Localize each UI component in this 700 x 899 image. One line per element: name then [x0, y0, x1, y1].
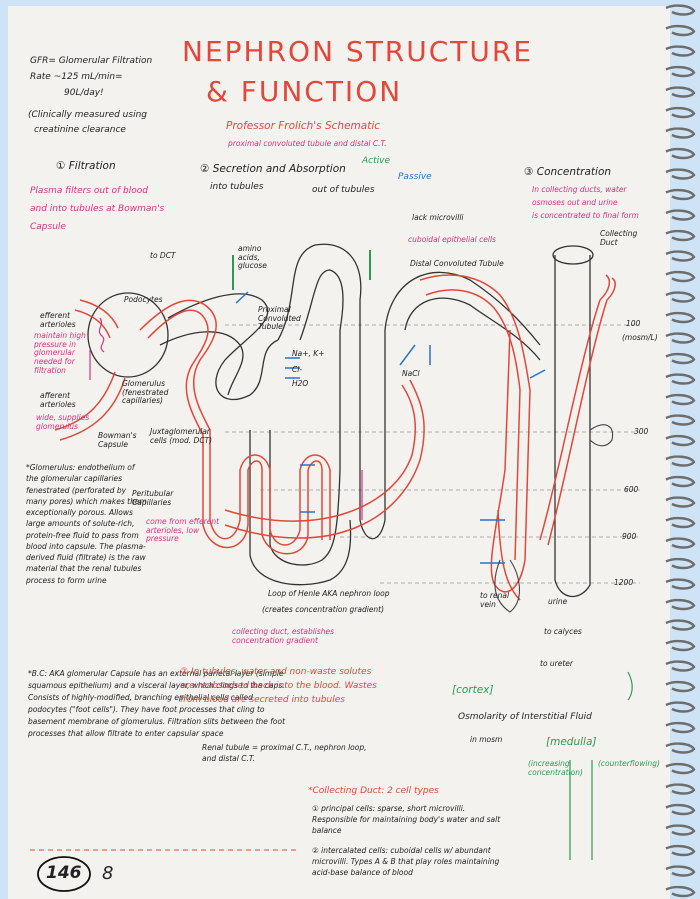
label-cuboidal: cuboidal epithelial cells	[408, 236, 496, 245]
label-collecting-duct: Collecting Duct	[600, 230, 646, 247]
glomerulus-note: *Glomerulus: endothelium of the glomerul…	[26, 462, 148, 586]
label-cl: Cl-	[292, 366, 302, 375]
page-number: 146	[46, 864, 82, 884]
label-osm-100: 100	[626, 320, 640, 329]
label-collecting-note: collecting duct, establishes concentrati…	[232, 628, 382, 645]
filtration-title: ① Filtration	[56, 160, 116, 172]
tubules-note: ② In tubules, water and non-waste solute…	[180, 666, 380, 708]
page-title-line-2: & FUNCTION	[206, 76, 402, 108]
gfr-note-1: (Clinically measured using	[28, 110, 147, 120]
legend-active: Active	[362, 156, 390, 166]
label-cortex: [cortex]	[452, 684, 494, 696]
tubules-note-2: Renal tubule = proximal C.T., nephron lo…	[202, 742, 372, 765]
subtitle: Professor Frolich's Schematic	[226, 120, 380, 132]
renal-vein-drawing	[495, 425, 613, 612]
label-bowmans: Bowman's Capsule	[98, 432, 154, 449]
gfr-line-2: Rate ~125 mL/min=	[30, 72, 123, 82]
label-loop-note: (creates concentration gradient)	[262, 606, 384, 615]
legend-passive: Passive	[398, 172, 432, 182]
label-osm-900: 900	[622, 533, 636, 542]
label-to-calyces: to calyces	[544, 628, 582, 637]
label-in-mosm: in mosm	[470, 736, 502, 745]
secretion-into: into tubules	[210, 182, 263, 192]
label-increasing: (increasing concentration)	[528, 760, 562, 777]
collecting-duct-note-1: ① principal cells: sparse, short microvi…	[312, 804, 502, 837]
label-renal-vein: to renal vein	[480, 592, 524, 609]
gfr-note-2: creatinine clearance	[34, 125, 126, 135]
label-pct: Proximal Convoluted Tubule	[258, 306, 308, 332]
filtration-desc-3: Capsule	[30, 222, 66, 232]
label-medulla: [medulla]	[546, 736, 596, 748]
concentration-desc-1: In collecting ducts, water	[532, 186, 627, 195]
label-na-k: Na+, K+	[292, 350, 324, 359]
label-afferent-note: wide, supplies glomerulus	[36, 414, 98, 431]
secretion-outof: out of tubules	[312, 185, 375, 195]
page-mark: 8	[102, 864, 113, 885]
subtitle-note: proximal convoluted tubule and distal C.…	[228, 140, 387, 149]
filtration-desc-2: and into tubules at Bowman's	[30, 204, 164, 214]
label-peritubular-note: come from efferent arterioles, low press…	[146, 518, 224, 544]
label-afferent: afferent arterioles	[40, 392, 90, 409]
collecting-duct-title: *Collecting Duct: 2 cell types	[308, 786, 439, 796]
label-lack-micro: lack microvilli	[412, 214, 464, 223]
concentration-desc-2: osmoses out and urine	[532, 199, 618, 208]
label-osmolarity-interstitial: Osmolarity of Interstitial Fluid	[458, 712, 592, 722]
label-urine: urine	[548, 598, 567, 607]
label-osm-300: 300	[634, 428, 648, 437]
collecting-duct-note-2: ② intercalated cells: cuboidal cells w/ …	[312, 846, 502, 879]
concentration-title: ③ Concentration	[524, 166, 611, 178]
label-loop: Loop of Henle AKA nephron loop	[268, 590, 389, 599]
secretion-title: ② Secretion and Absorption	[200, 163, 346, 175]
label-amino: amino acids, glucose	[238, 245, 278, 271]
label-osm-600: 600	[624, 486, 638, 495]
label-counterflow: (counterflowing)	[598, 760, 642, 769]
label-h2o: H2O	[292, 380, 308, 389]
label-dct: Distal Convoluted Tubule	[410, 260, 504, 269]
label-osmolarity-unit: (mosm/L)	[622, 334, 658, 343]
page-title: NEPHRON STRUCTURE	[182, 36, 533, 68]
label-efferent-note: maintain high pressure in glomerular nee…	[34, 332, 102, 375]
label-to-ureter: to ureter	[540, 660, 573, 669]
label-to-dct: to DCT	[150, 252, 176, 261]
filtration-desc-1: Plasma filters out of blood	[30, 186, 148, 196]
label-efferent: efferent arterioles	[40, 312, 100, 329]
gfr-line-3: 90L/day!	[64, 88, 104, 98]
label-osm-1200: 1200	[614, 579, 633, 588]
concentration-desc-3: is concentrated to final form	[532, 212, 639, 221]
label-nacl: NaCl	[402, 370, 420, 379]
label-podocytes: Podocytes	[124, 296, 163, 305]
label-juxta: Juxtaglomerular cells (mod. DCT)	[150, 428, 220, 445]
gfr-line-1: GFR= Glomerular Filtration	[30, 56, 152, 66]
label-glomerulus: Glomerulus (fenestrated capillaries)	[122, 380, 192, 406]
